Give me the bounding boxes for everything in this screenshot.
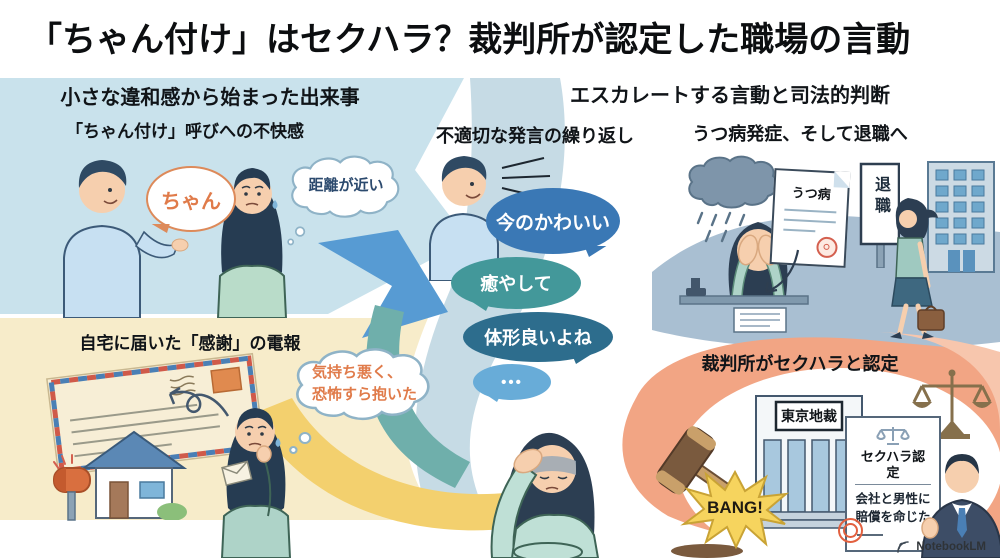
verdict-seal xyxy=(838,518,863,544)
fear-line-2: 恐怖すら抱いた xyxy=(312,385,418,403)
address-lines xyxy=(69,403,221,458)
verdict-title: セクハラ認定 xyxy=(855,449,931,486)
curved-arrow-down xyxy=(764,249,800,294)
resignation-sign xyxy=(859,162,900,268)
scene5-subheader: 裁判所がセクハラと認定 xyxy=(701,354,899,374)
right-section-header: エスカレートする言動と司法的判断 xyxy=(570,85,890,107)
document-rule xyxy=(783,218,836,223)
red-seal xyxy=(815,236,839,259)
scene2-woman-illustration xyxy=(220,408,292,558)
notebooklm-brand: NotebookLM xyxy=(896,540,986,553)
bush xyxy=(157,503,187,520)
thought-cloud-shape xyxy=(289,348,430,454)
briefcase xyxy=(917,309,945,331)
woman-illustration xyxy=(216,168,288,318)
distressed-woman-illustration xyxy=(490,432,600,558)
house-door xyxy=(109,481,129,519)
house-window xyxy=(139,481,165,499)
speech-bubble-chan-text: ちゃん xyxy=(161,190,221,213)
loop-arrow xyxy=(168,386,230,417)
document-rule xyxy=(784,208,837,213)
speech-bubble-chan: ちゃん xyxy=(146,166,236,232)
stamp-tool-base xyxy=(686,288,706,296)
office-building-illustration xyxy=(927,161,995,273)
notebooklm-logo-icon xyxy=(897,541,910,553)
rain-cloud-illustration xyxy=(688,155,775,243)
document-fold-corner xyxy=(833,171,851,189)
house-illustration xyxy=(82,430,187,520)
verdict-body-line1: 会社と男性に xyxy=(855,492,931,507)
verdict-body: 会社と男性に 賠償を命じた xyxy=(847,491,939,526)
remark-bubble-1-text: 今のかわいい xyxy=(495,212,610,234)
left-section-header: 小さな違和感から始まった出来事 xyxy=(60,87,360,109)
building-door xyxy=(948,250,960,272)
bang-star-shape xyxy=(680,469,790,550)
thought-bubble-distance: 距離が近い xyxy=(283,152,411,254)
rain-lines xyxy=(696,211,746,243)
building-windows xyxy=(935,169,985,245)
bg-blue-arrow xyxy=(318,230,448,338)
mailbox-alert-lines xyxy=(53,454,73,470)
remark-bubble-1: 今のかわいい xyxy=(486,188,620,254)
remark-bubble-4: ••• xyxy=(473,364,551,400)
scene2-subheader: 自宅に届いた「感謝」の電報 xyxy=(79,334,301,353)
scene1-subheader: 「ちゃん付け」呼びへの不快感 xyxy=(66,122,304,141)
scene4-subheader: うつ病発症、そして退職へ xyxy=(692,124,908,144)
mini-scales-icon xyxy=(876,427,910,445)
walking-woman-illustration xyxy=(890,198,945,339)
lawyer-illustration xyxy=(920,454,1000,558)
thought-cloud-shape xyxy=(287,155,400,246)
stamp-tool xyxy=(691,278,700,290)
courthouse-sign xyxy=(774,400,844,432)
building-door xyxy=(963,250,975,272)
remark-bubble-3: 体形良いよね xyxy=(463,312,613,362)
remark-bubble-3-text: 体形良いよね xyxy=(484,328,592,348)
man-illustration xyxy=(63,160,189,318)
document-rule xyxy=(783,228,816,232)
scene1-people-illustration xyxy=(63,160,288,318)
gavel-base xyxy=(671,544,743,558)
bg-teal-crescent xyxy=(366,305,470,488)
verdict-body-line2: 賠償を命じた xyxy=(855,509,931,524)
bang-text: BANG! xyxy=(707,498,763,517)
scene3-subheader: 不適切な発言の繰り返し xyxy=(436,126,634,146)
thought-bubble-distance-text: 距離が近い xyxy=(308,176,384,194)
remark-bubble-4-text: ••• xyxy=(501,373,523,391)
page-title: 「ちゃん付け」はセクハラ？裁判所が認定した職場の言動 xyxy=(28,21,911,59)
bg-salmon-light-arc xyxy=(880,332,1000,430)
remark-bubble-2: 癒やして xyxy=(451,257,581,309)
fear-line-1: 気持ち悪く、 xyxy=(312,364,403,381)
resignation-sign-label: 退職 xyxy=(872,176,889,218)
thought-bubble-fear-text: 気持ち悪く、 恐怖すら抱いた xyxy=(312,362,432,406)
bang-burst: BANG! xyxy=(680,468,790,550)
verdict-signature-line xyxy=(857,534,883,536)
postage-stamp xyxy=(210,366,243,394)
mailbox-illustration xyxy=(53,454,91,521)
papers xyxy=(733,307,787,333)
lawyer-hand xyxy=(921,517,939,539)
woman-at-desk-illustration xyxy=(679,222,809,333)
scales-of-justice-illustration xyxy=(912,369,992,439)
courthouse-sign-label: 東京地裁 xyxy=(781,408,837,424)
remark-bubble-2-text: 癒やして xyxy=(480,274,552,294)
notebooklm-brand-text: NotebookLM xyxy=(916,540,986,553)
thought-bubble-fear: 気持ち悪く、 恐怖すら抱いた xyxy=(286,344,444,462)
